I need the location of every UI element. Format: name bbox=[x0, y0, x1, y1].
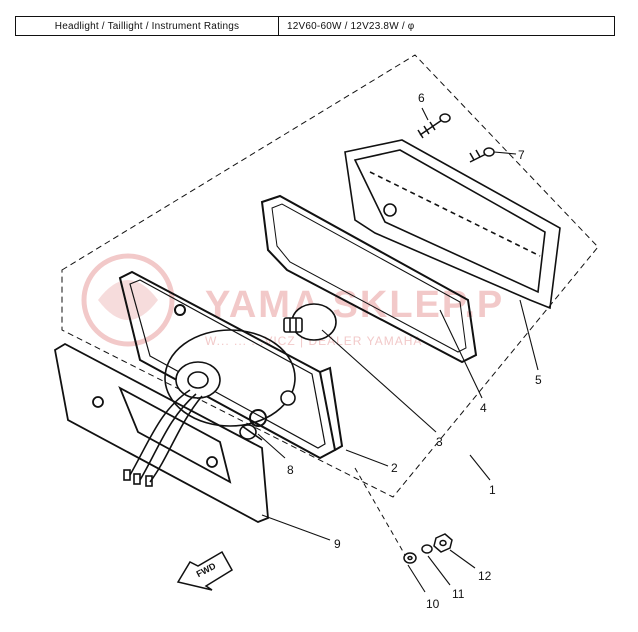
washer-part-10 bbox=[403, 552, 417, 564]
fwd-arrow-icon: FWD bbox=[176, 550, 234, 591]
ratings-bar: Headlight / Taillight / Instrument Ratin… bbox=[15, 16, 615, 36]
watermark-logo bbox=[81, 253, 175, 347]
callout-9: 9 bbox=[334, 537, 341, 551]
callout-12: 12 bbox=[478, 569, 492, 583]
socket-nut bbox=[239, 424, 263, 441]
watermark: YAMA SKLEP.P W... ... ...VICZ | DEALER Y… bbox=[81, 253, 502, 348]
assembly-outline bbox=[61, 54, 599, 498]
callout-3: 3 bbox=[436, 435, 443, 449]
callout-5: 5 bbox=[535, 373, 542, 387]
watermark-logo-mark bbox=[98, 280, 158, 320]
callout-8: 8 bbox=[287, 463, 294, 477]
nut-part-12 bbox=[433, 533, 453, 553]
callout-7: 7 bbox=[518, 148, 525, 162]
leader-lines bbox=[257, 107, 539, 593]
wiring-harness bbox=[123, 389, 203, 487]
ratings-value: 12V60-60W / 12V23.8W / φ bbox=[287, 20, 415, 32]
callout-2: 2 bbox=[391, 461, 398, 475]
lens-gasket bbox=[260, 194, 478, 364]
callout-4: 4 bbox=[480, 401, 487, 415]
ratings-label: Headlight / Taillight / Instrument Ratin… bbox=[16, 17, 279, 35]
taillight-housing bbox=[118, 270, 344, 460]
screw-part-6 bbox=[417, 113, 451, 139]
alignment-line bbox=[354, 467, 406, 556]
taillight-lens bbox=[344, 139, 561, 310]
callout-11: 11 bbox=[452, 587, 465, 601]
callout-1: 1 bbox=[489, 483, 496, 497]
callout-10: 10 bbox=[426, 597, 440, 611]
lock-washer-part-11 bbox=[421, 544, 433, 554]
callout-6: 6 bbox=[418, 91, 425, 105]
bulb bbox=[283, 303, 337, 341]
mounting-bracket bbox=[54, 342, 269, 523]
screw-part-7 bbox=[469, 147, 495, 163]
bulb-socket bbox=[164, 329, 296, 427]
